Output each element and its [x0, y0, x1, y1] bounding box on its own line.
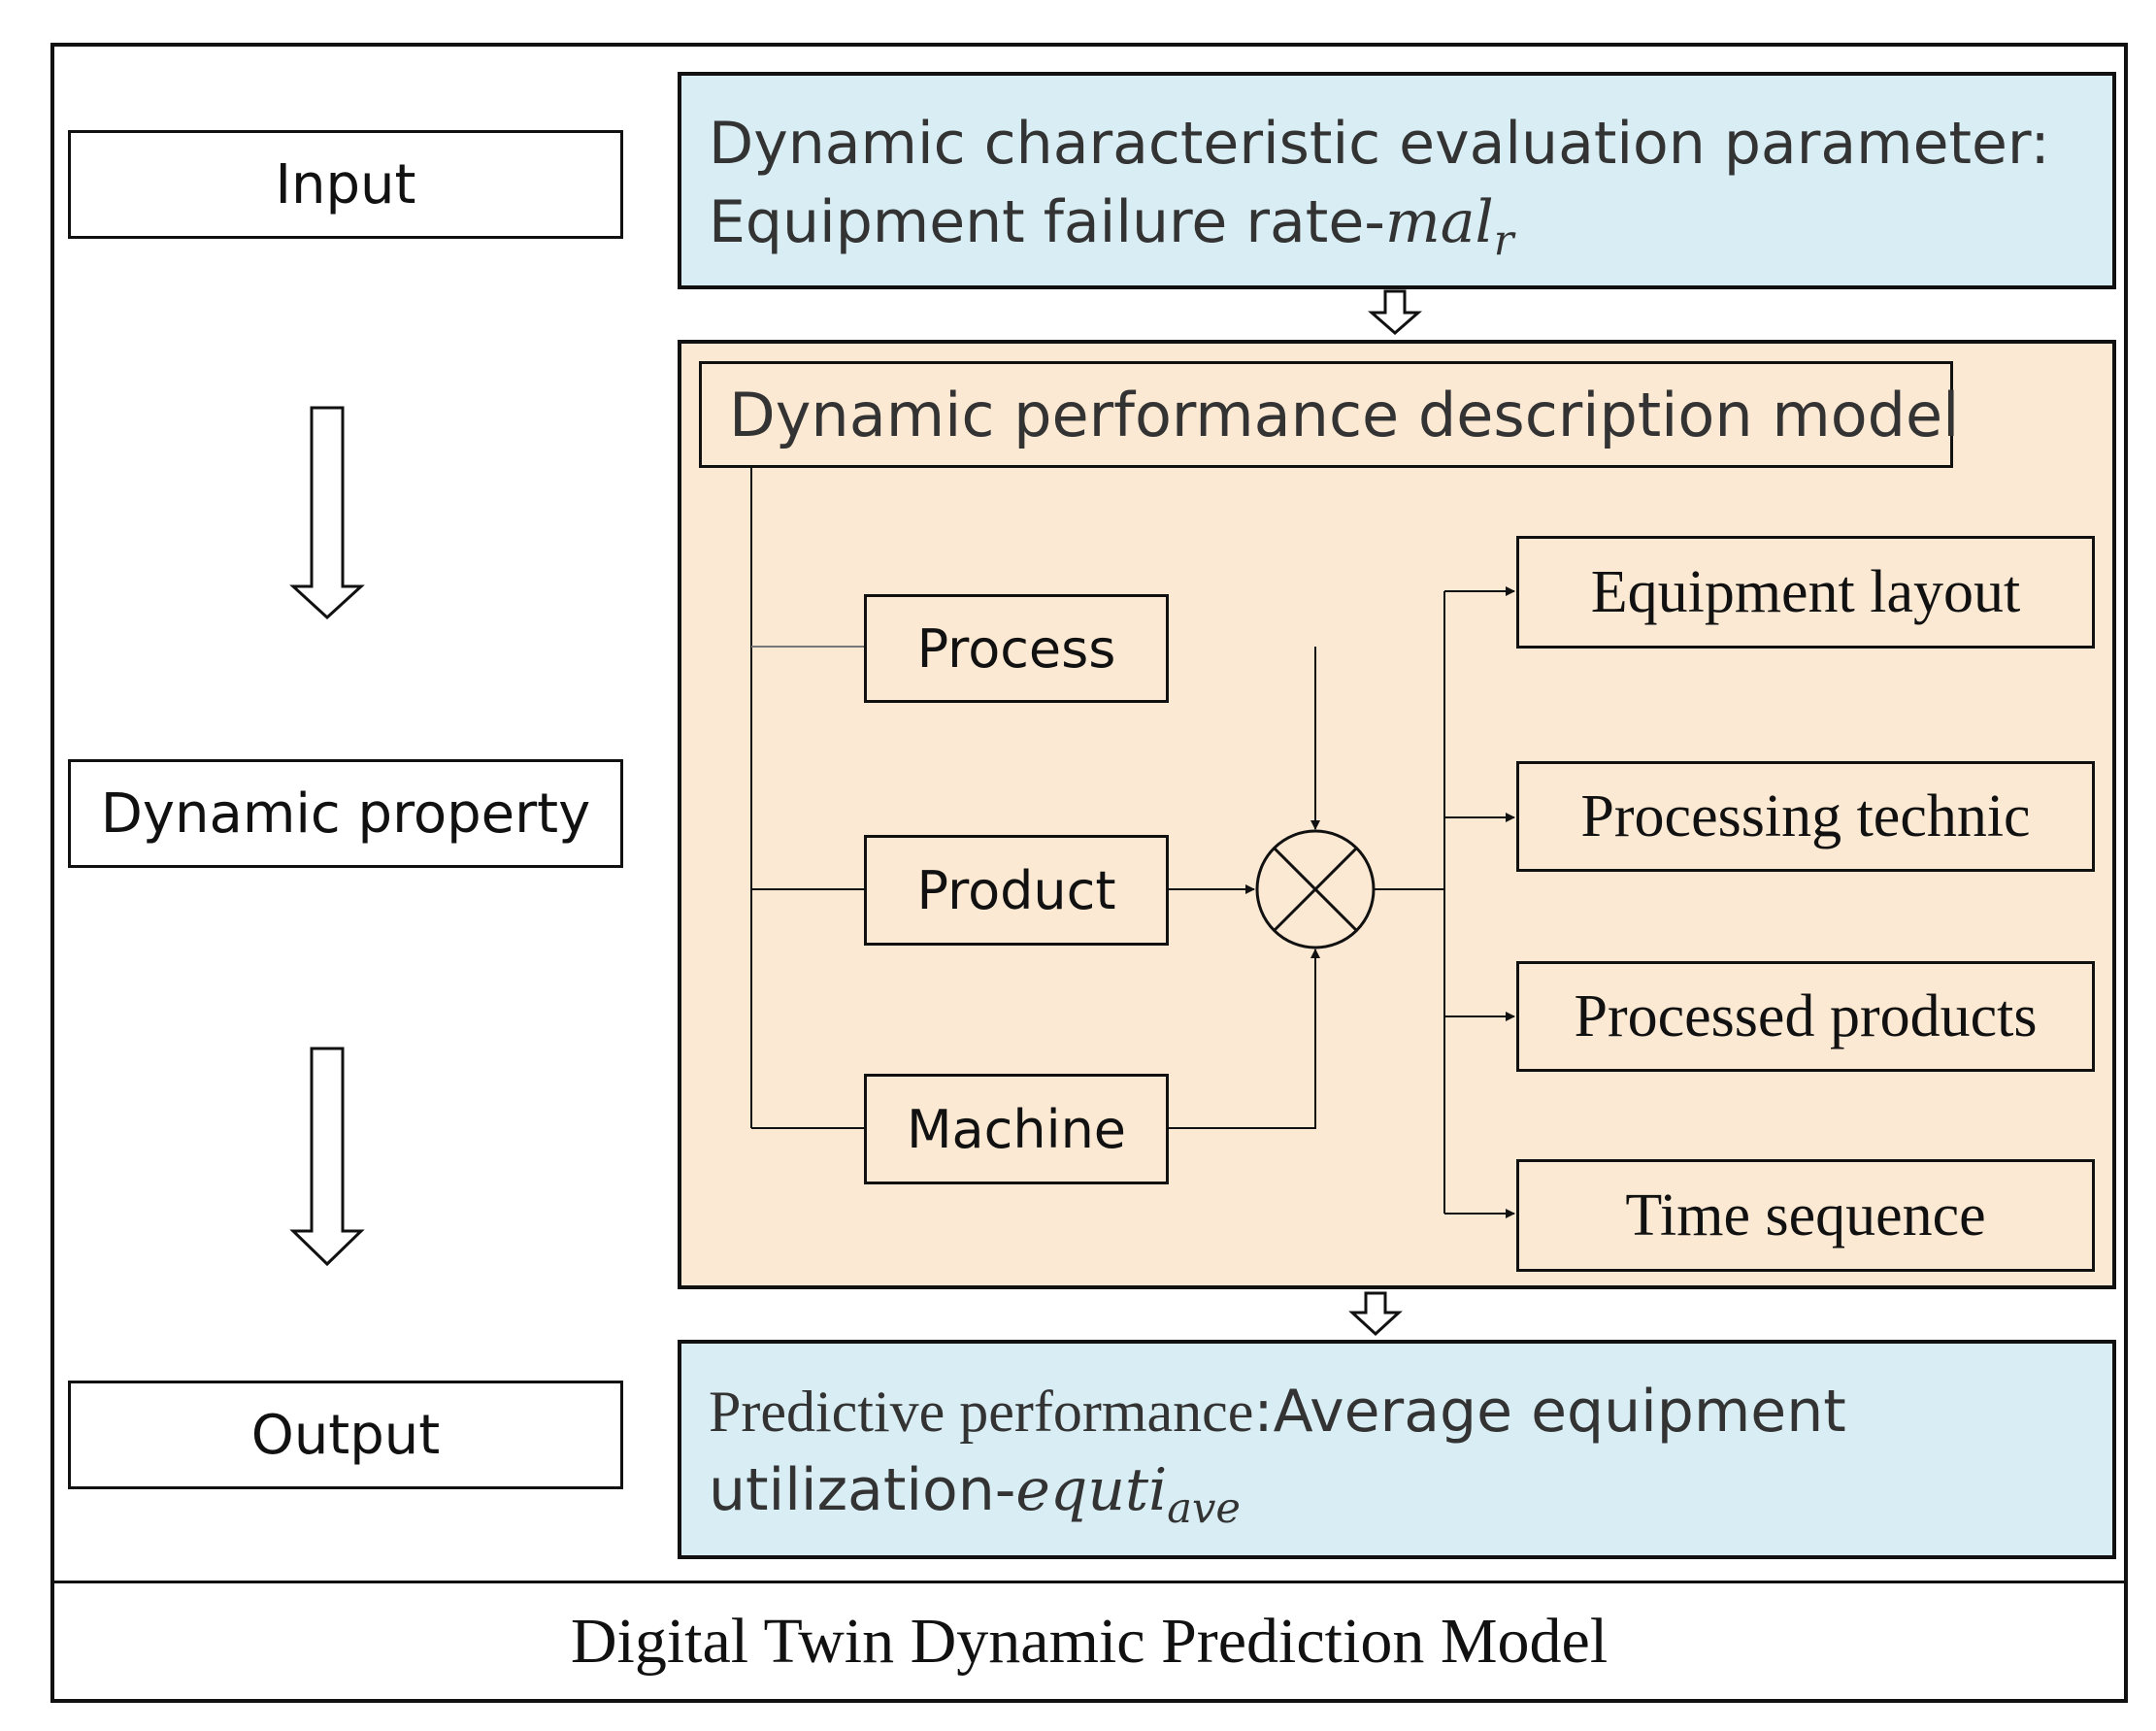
- output-performance-line2: utilization-equtiave: [709, 1456, 1241, 1533]
- diagram-caption: Digital Twin Dynamic Prediction Model: [570, 1606, 1609, 1677]
- diagram-frame: [50, 43, 2128, 1703]
- combinator-icon: [1255, 829, 1376, 949]
- output-time-sequence: Time sequence: [1516, 1159, 2095, 1272]
- output-processed-products: Processed products: [1516, 961, 2095, 1072]
- stage-input: Input: [68, 130, 623, 239]
- model-title: Dynamic performance description model: [699, 361, 1959, 468]
- input-parameter-prefix: Equipment failure rate-: [709, 188, 1385, 256]
- output-processing-technic: Processing technic: [1516, 761, 2095, 872]
- failure-rate-symbol: malr: [1384, 188, 1514, 265]
- output-performance-box: Predictive performance:Average equipment…: [678, 1340, 2116, 1559]
- output-equipment-layout: Equipment layout: [1516, 536, 2095, 649]
- input-product: Product: [864, 835, 1169, 946]
- small-arrow-input-to-model: [1368, 289, 1422, 335]
- stage-dynamic-property: Dynamic property: [68, 759, 623, 868]
- stage-output: Output: [68, 1381, 623, 1489]
- input-parameter-line2: Equipment failure rate-malr: [709, 183, 2050, 269]
- input-parameter-box: Dynamic characteristic evaluation parame…: [678, 72, 2116, 289]
- input-process: Process: [864, 594, 1169, 703]
- caption-divider: [50, 1581, 2128, 1583]
- small-arrow-model-to-output: [1348, 1291, 1403, 1337]
- utilization-symbol: equtiave: [1015, 1456, 1241, 1533]
- input-machine: Machine: [864, 1074, 1169, 1184]
- output-performance-line1: Predictive performance:Average equipment: [709, 1378, 1846, 1446]
- down-arrow-input-to-property: [289, 406, 365, 620]
- input-parameter-line1: Dynamic characteristic evaluation parame…: [709, 110, 2050, 178]
- down-arrow-property-to-output: [289, 1047, 365, 1267]
